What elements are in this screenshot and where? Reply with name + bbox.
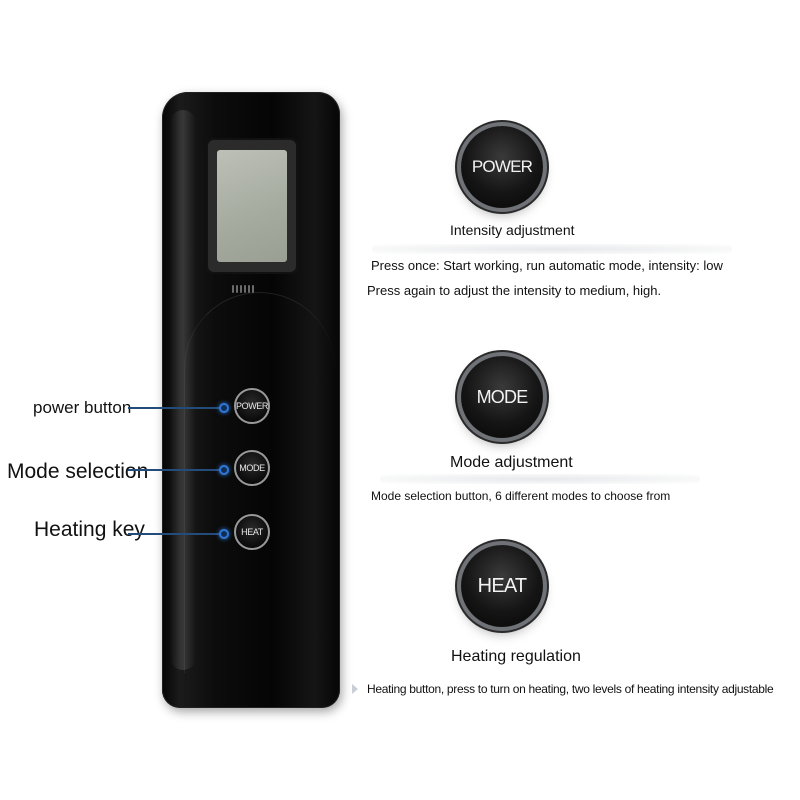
feature-heat-button[interactable]: HEAT bbox=[461, 545, 543, 627]
speaker-grille-icon bbox=[232, 285, 256, 293]
feature-power-title: Intensity adjustment bbox=[450, 222, 575, 238]
feature-heat-button-label: HEAT bbox=[477, 574, 527, 597]
feature-mode-desc-1: Mode selection button, 6 different modes… bbox=[371, 489, 671, 503]
callout-power-label: power button bbox=[33, 398, 132, 417]
feature-mode-button-label: MODE bbox=[476, 386, 529, 407]
feature-power-button[interactable]: POWER bbox=[461, 126, 543, 208]
device-power-button-label: POWER bbox=[236, 401, 269, 411]
device-mode-button[interactable]: MODE bbox=[234, 450, 270, 486]
feature-power-button-label: POWER bbox=[471, 157, 533, 176]
bullet-arrow-icon bbox=[352, 684, 358, 694]
feature-mode-title: Mode adjustment bbox=[450, 454, 573, 471]
feature-mode-button[interactable]: MODE bbox=[461, 356, 543, 438]
feature-power-desc-2: Press again to adjust the intensity to m… bbox=[367, 283, 662, 298]
callout-power-line bbox=[128, 407, 224, 409]
decorative-shadow bbox=[372, 244, 732, 254]
feature-heat-title: Heating regulation bbox=[451, 648, 581, 665]
callout-heat-dot bbox=[219, 529, 229, 539]
device-mode-button-label: MODE bbox=[239, 463, 265, 473]
feature-power-desc-1: Press once: Start working, run automatic… bbox=[371, 258, 723, 273]
callout-power-dot bbox=[219, 403, 229, 413]
callout-mode-label: Mode selection bbox=[7, 460, 149, 483]
device-power-button[interactable]: POWER bbox=[234, 388, 270, 424]
device-body: POWER MODE HEAT bbox=[162, 92, 340, 708]
decorative-shadow bbox=[380, 474, 700, 484]
feature-heat-desc-1: Heating button, press to turn on heating… bbox=[367, 682, 774, 696]
device-heat-button[interactable]: HEAT bbox=[234, 514, 270, 550]
lcd-display bbox=[206, 138, 298, 274]
lcd-screen bbox=[217, 150, 287, 262]
callout-mode-dot bbox=[219, 465, 229, 475]
device-curve bbox=[184, 292, 335, 673]
callout-heat-label: Heating key bbox=[34, 518, 145, 541]
callout-heat-line bbox=[128, 533, 224, 535]
callout-mode-line bbox=[128, 469, 224, 471]
device-heat-button-label: HEAT bbox=[241, 527, 263, 537]
